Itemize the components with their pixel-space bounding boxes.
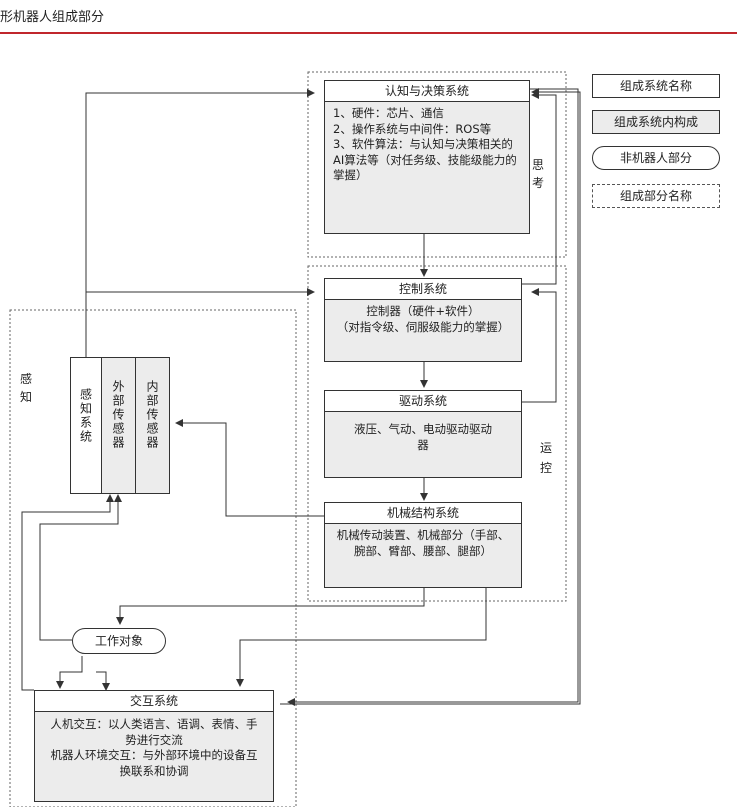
- perception-region: [9, 309, 297, 807]
- perception-system-label: 感知系统: [78, 388, 93, 444]
- mechanical-system-title: 机械结构系统: [325, 503, 521, 524]
- legend-part-name: 组成部分名称: [592, 184, 720, 208]
- control-system-body: 控制器（硬件+软件） （对指令级、伺服级能力的掌握）: [336, 304, 510, 334]
- legend-non-robot: 非机器人部分: [592, 146, 720, 170]
- drive-system-title: 驱动系统: [325, 391, 521, 412]
- arrow-control-feedback-cognition: [522, 91, 557, 285]
- arrow-mechanical-work-object: [116, 588, 425, 625]
- arrow-work-object-interaction-a: [56, 656, 83, 689]
- internal-sensor-cell: 内部传感器: [135, 357, 170, 494]
- interaction-system-title: 交互系统: [35, 691, 273, 712]
- header-divider: [0, 32, 737, 34]
- arrow-mechanical-interaction: [236, 588, 487, 687]
- external-sensor-cell: 外部传感器: [101, 357, 136, 494]
- cognition-system-title: 认知与决策系统: [325, 81, 529, 102]
- region-label-motion: 运 控: [540, 441, 553, 475]
- perception-system-cell: 感知系统: [70, 357, 102, 494]
- cognition-system-box: 认知与决策系统 1、硬件：芯片、通信 2、操作系统与中间件：ROS等 3、软件算…: [324, 80, 530, 234]
- internal-sensor-label: 内部传感器: [145, 380, 159, 450]
- page-header-title: 形机器人组成部分: [0, 10, 105, 25]
- interaction-system-box: 交互系统 人机交互：以人类语言、语调、表情、手势进行交流 机器人环境交互：与外部…: [34, 690, 274, 802]
- control-system-title: 控制系统: [325, 279, 521, 300]
- mechanical-system-body: 机械传动装置、机械部分（手部、腕部、臂部、腰部、腿部）: [336, 528, 510, 558]
- arrow-mechanical-internal-sensor: [175, 419, 324, 517]
- arrow-interaction-external-sensor: [21, 494, 114, 691]
- work-object: 工作对象: [72, 628, 166, 654]
- arrow-work-object-interaction-b: [96, 671, 110, 691]
- arrow-interaction-cognition: [280, 88, 581, 705]
- external-sensor-label: 外部传感器: [111, 380, 125, 450]
- interaction-system-body: 人机交互：以人类语言、语调、表情、手势进行交流 机器人环境交互：与外部环境中的设…: [50, 717, 258, 778]
- arrow-work-object-external-sensor: [39, 494, 122, 641]
- region-label-thinking: 思 考: [532, 158, 545, 190]
- region-label-perception: 感 知: [20, 372, 33, 404]
- thinking-region: [307, 71, 567, 258]
- motion-region: [307, 265, 567, 602]
- legend-system-name: 组成系统名称: [592, 74, 720, 98]
- drive-system-body: 液压、气动、电动驱动驱动器: [354, 422, 492, 452]
- legend-system-content: 组成系统内构成: [592, 110, 720, 134]
- control-system-box: 控制系统 控制器（硬件+软件） （对指令级、伺服级能力的掌握）: [324, 278, 522, 362]
- mechanical-system-box: 机械结构系统 机械传动装置、机械部分（手部、腕部、臂部、腰部、腿部）: [324, 502, 522, 588]
- arrow-perception-cognition: [85, 89, 315, 357]
- cognition-system-body: 1、硬件：芯片、通信 2、操作系统与中间件：ROS等 3、软件算法：与认知与决策…: [333, 106, 517, 182]
- drive-system-box: 驱动系统 液压、气动、电动驱动驱动器: [324, 390, 522, 478]
- arrow-drive-feedback-control: [522, 288, 557, 403]
- arrow-cognition-interaction: [287, 88, 579, 706]
